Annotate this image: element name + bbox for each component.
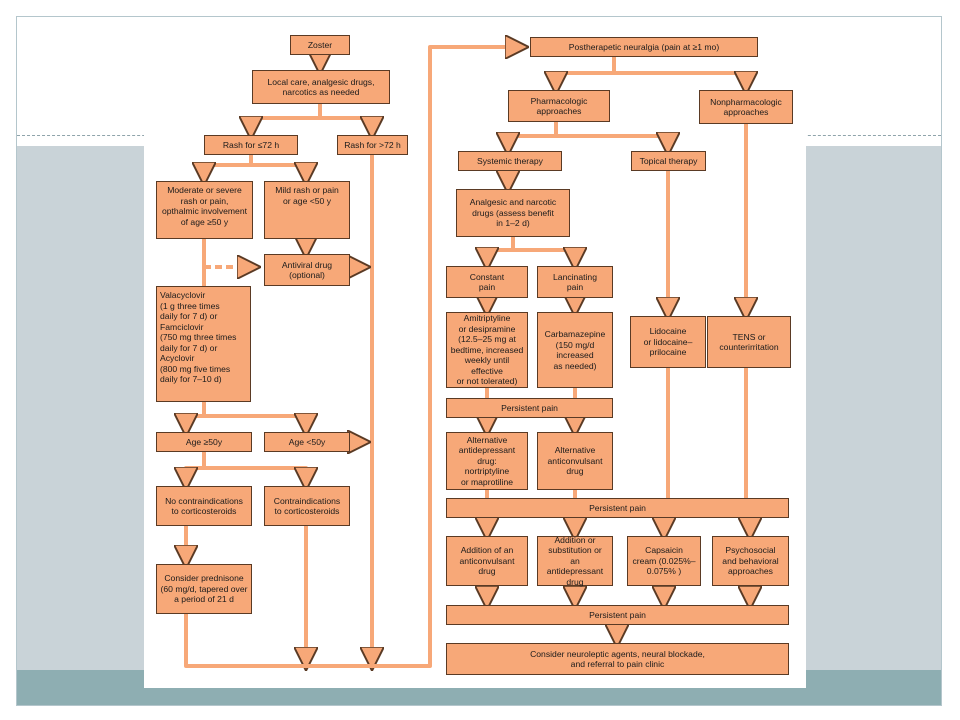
local-care-box: Local care, analgesic drugs, narcotics a…	[252, 70, 390, 104]
connector-arrow	[556, 136, 668, 151]
contraindications-box: Contraindications to corticosteroids	[264, 486, 350, 526]
age-ge50-box: Age ≥50y	[156, 432, 252, 452]
connector-arrow	[320, 118, 372, 135]
connector-arrow	[251, 165, 306, 181]
prednisone-box: Consider prednisone (60 mg/d, tapered ov…	[156, 564, 252, 614]
nonpharmacologic-box: Nonpharmacologic approaches	[699, 90, 793, 124]
alt-anticonvulsant-box: Alternative anticonvulsant drug	[537, 432, 613, 490]
lidocaine-box: Lidocaine or lidocaine– prilocaine	[630, 316, 706, 368]
flowchart-figure: Zoster Local care, analgesic drugs, narc…	[144, 18, 806, 688]
mild-rash-box: Mild rash or pain or age <50 y	[264, 181, 350, 239]
connector-arrow	[204, 466, 306, 486]
persistent-pain-3-box: Persistent pain	[446, 605, 789, 625]
addition-anticonvulsant-box: Addition of an anticonvulsant drug	[446, 536, 528, 586]
antiviral-regimens-box: Valacyclovir (1 g three times daily for …	[156, 286, 251, 402]
neuroleptic-box: Consider neuroleptic agents, neural bloc…	[446, 643, 789, 675]
connector-arrow	[204, 155, 253, 181]
rash-le72-box: Rash for ≤72 h	[204, 135, 298, 155]
connector-arrow	[251, 104, 322, 135]
systemic-therapy-box: Systemic therapy	[458, 151, 562, 171]
analgesic-narcotic-box: Analgesic and narcotic drugs (assess ben…	[456, 189, 570, 237]
amitriptyline-box: Amitriptyline or desipramine (12.5–25 mg…	[446, 312, 528, 388]
age-lt50-box: Age <50y	[264, 432, 350, 452]
antiviral-box: Antiviral drug (optional)	[264, 254, 350, 286]
lancinating-pain-box: Lancinating pain	[537, 266, 613, 298]
connector-arrow	[513, 250, 575, 266]
constant-pain-box: Constant pain	[446, 266, 528, 298]
connectors	[186, 47, 750, 666]
no-contraindications-box: No contraindications to corticosteroids	[156, 486, 252, 526]
rash-gt72-box: Rash for >72 h	[337, 135, 408, 155]
pharmacologic-box: Pharmacologic approaches	[508, 90, 610, 122]
connector-layer	[144, 18, 806, 688]
tens-box: TENS or counterirritation	[707, 316, 791, 368]
addition-antidepressant-box: Addition or substitution or an antidepre…	[537, 535, 613, 587]
connector-arrow	[556, 57, 616, 90]
connector-arrow	[487, 237, 515, 266]
psychosocial-box: Psychosocial and behavioral approaches	[712, 536, 789, 586]
zoster-box: Zoster	[290, 35, 350, 55]
connector-arrow	[614, 73, 746, 90]
persistent-pain-1-box: Persistent pain	[446, 398, 613, 418]
connector-arrow	[186, 402, 206, 432]
connector-arrow	[184, 47, 524, 668]
topical-therapy-box: Topical therapy	[631, 151, 706, 171]
persistent-pain-2-box: Persistent pain	[446, 498, 789, 518]
moderate-severe-box: Moderate or severe rash or pain, opthalm…	[156, 181, 253, 239]
capsaicin-box: Capsaicin cream (0.025%– 0.075% )	[627, 536, 701, 586]
carbamazepine-box: Carbamazepine (150 mg/d increased as nee…	[537, 312, 613, 388]
connector-arrow	[508, 122, 558, 151]
postherpetic-neuralgia-box: Postherapetic neuralgia (pain at ≥1 mo)	[530, 37, 758, 57]
alt-antidepressant-box: Alternative antidepressant drug: nortrip…	[446, 432, 528, 490]
connector-arrow	[204, 416, 306, 432]
connector-arrow	[186, 452, 206, 486]
